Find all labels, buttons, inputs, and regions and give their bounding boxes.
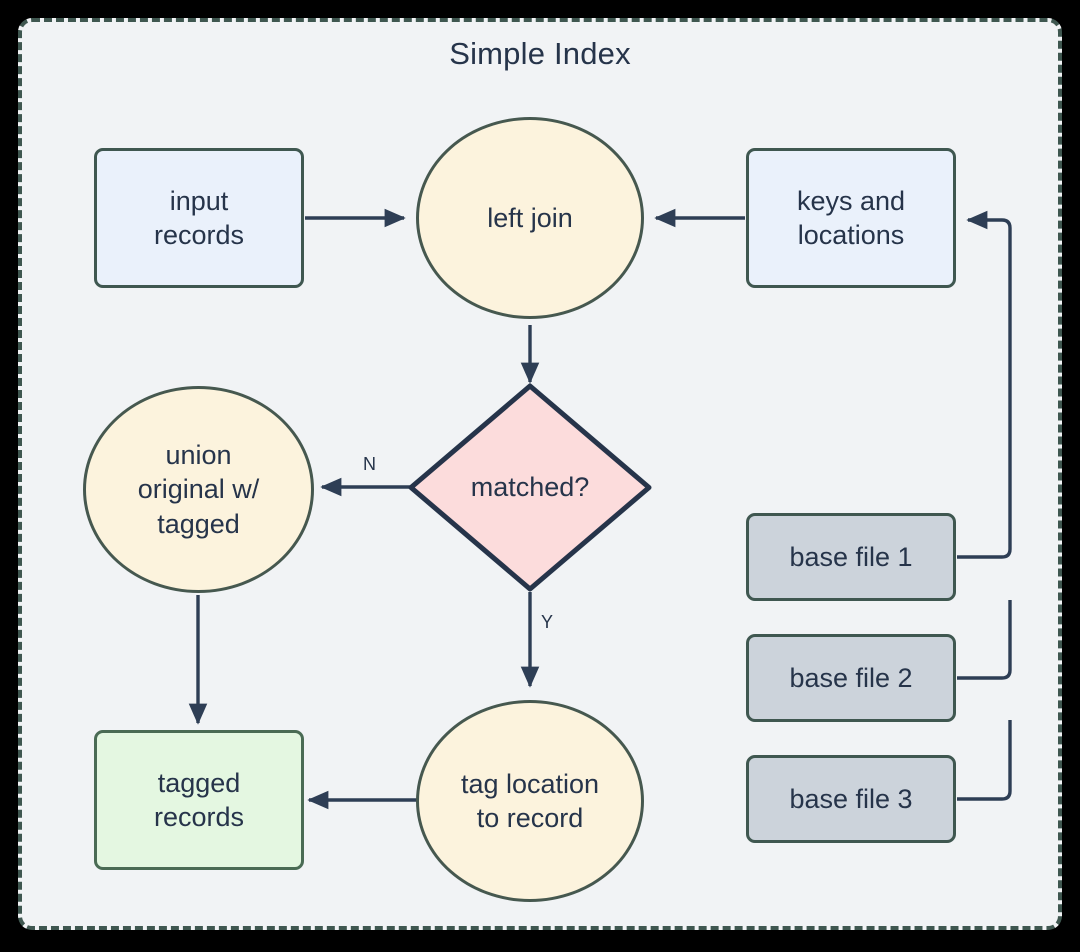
node-keys-locations[interactable]: keys and locations — [746, 148, 956, 288]
node-keys-locations-label: keys and locations — [796, 185, 906, 250]
node-matched[interactable]: matched? — [408, 383, 652, 592]
node-base-file-1[interactable]: base file 1 — [746, 513, 956, 601]
node-input-records-label: input records — [153, 185, 245, 250]
node-matched-label: matched? — [470, 472, 590, 502]
node-base-file-3-label: base file 3 — [789, 783, 913, 814]
edge-label-no: N — [363, 454, 376, 474]
node-base-file-2-label: base file 2 — [789, 662, 913, 693]
node-tagged-records-label: tagged records — [153, 767, 245, 832]
node-input-records[interactable]: input records — [94, 148, 304, 288]
node-left-join-label: left join — [487, 202, 573, 233]
node-tag-location-label: tag location to record — [460, 768, 600, 833]
edge-label-yes: Y — [541, 612, 554, 632]
node-union-original-label: union original w/ tagged — [137, 440, 260, 539]
node-tagged-records[interactable]: tagged records — [94, 730, 304, 870]
node-left-join[interactable]: left join — [416, 117, 644, 319]
diagram-title: Simple Index — [449, 36, 631, 71]
node-union-original[interactable]: union original w/ tagged — [83, 386, 314, 593]
node-base-file-3[interactable]: base file 3 — [746, 755, 956, 843]
node-base-file-2[interactable]: base file 2 — [746, 634, 956, 722]
node-tag-location[interactable]: tag location to record — [416, 700, 644, 902]
diamond-shape — [408, 383, 652, 592]
node-base-file-1-label: base file 1 — [789, 541, 913, 572]
